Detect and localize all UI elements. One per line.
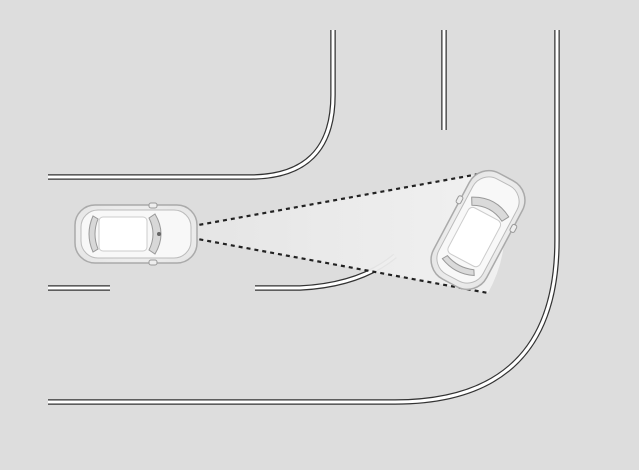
sensor-cone [159, 170, 505, 295]
road-edge-outer [48, 30, 560, 405]
detected-car-icon [430, 169, 526, 291]
ego-car-icon [74, 202, 198, 266]
road-edge-upper-left [48, 30, 336, 180]
